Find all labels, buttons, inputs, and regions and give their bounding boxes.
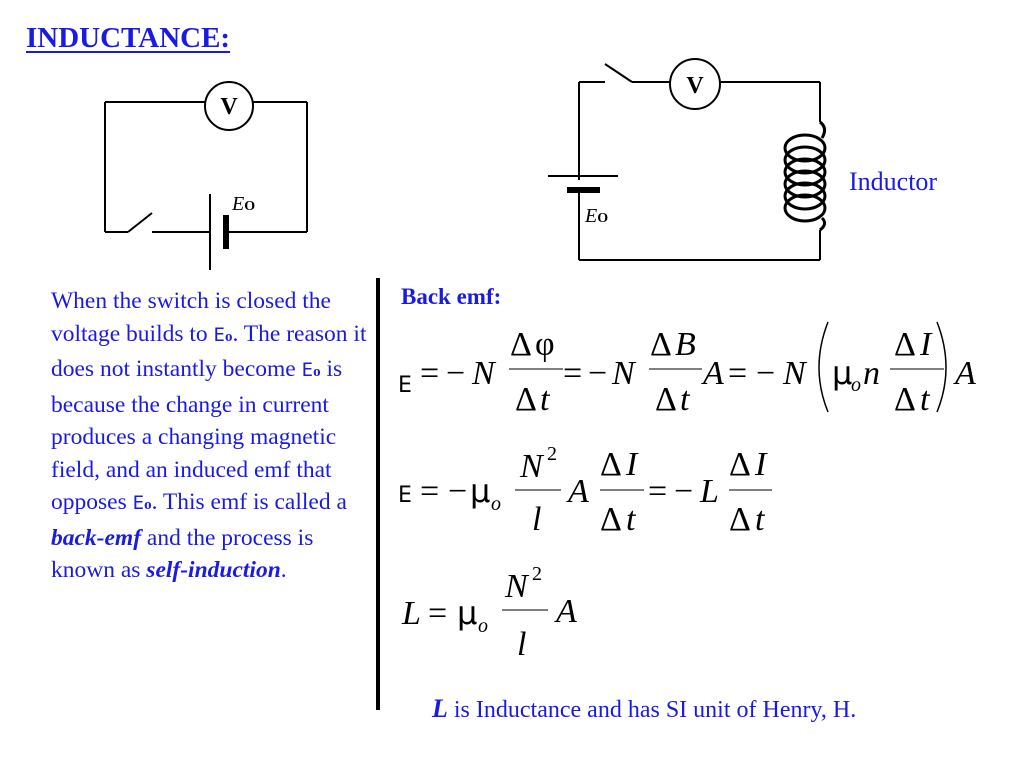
- subscript-o: o: [851, 374, 861, 396]
- delta: Δ: [510, 326, 532, 363]
- var-A: A: [953, 355, 976, 392]
- circuit-diagram-right: V EO: [548, 58, 827, 261]
- var-t: t: [680, 381, 691, 418]
- emf-symbol: E: [398, 483, 412, 508]
- text-run: . This emf is called a: [151, 489, 347, 515]
- minus: −: [448, 473, 467, 510]
- left-paren: [818, 321, 829, 413]
- var-N: N: [471, 355, 497, 392]
- equation-emf-inductance: E = − μ o N 2 l A Δ I Δ t = − L Δ I Δ t: [398, 443, 772, 538]
- delta: Δ: [729, 501, 751, 538]
- delta: Δ: [894, 381, 916, 418]
- var-N: N: [519, 448, 545, 485]
- minus: −: [756, 355, 775, 392]
- subscript-o: o: [491, 493, 501, 515]
- delta: Δ: [655, 381, 677, 418]
- page-title: INDUCTANCE:: [26, 22, 231, 54]
- minus: −: [446, 355, 465, 392]
- var-N: N: [782, 355, 808, 392]
- equals: =: [420, 473, 439, 510]
- delta: Δ: [600, 501, 622, 538]
- minus: −: [674, 473, 693, 510]
- equals: =: [563, 355, 582, 392]
- var-t: t: [626, 501, 637, 538]
- text-run: . The reason it does not instantly becom…: [51, 320, 367, 383]
- var-I: I: [919, 326, 933, 363]
- minus: −: [588, 355, 607, 392]
- var-t: t: [540, 381, 551, 418]
- var-A: A: [701, 355, 724, 392]
- var-l: l: [517, 626, 526, 663]
- inductor-label: Inductor: [849, 167, 938, 196]
- right-paren: [936, 321, 947, 413]
- text-run: is because the change in current produce…: [51, 356, 343, 515]
- delta: Δ: [650, 326, 672, 363]
- equals: =: [728, 355, 747, 392]
- var-n: n: [863, 355, 880, 392]
- text-run: When the switch is closed the voltage bu…: [51, 288, 331, 347]
- switch-lever: [127, 212, 153, 233]
- emf-symbol: E: [398, 373, 412, 398]
- explanation-paragraph: When the switch is closed the voltage bu…: [51, 285, 383, 587]
- var-I: I: [625, 446, 639, 483]
- text-run: .: [280, 557, 287, 583]
- var-L: L: [699, 473, 719, 510]
- inductance-note: L is Inductance and has SI unit of Henry…: [432, 694, 856, 724]
- vertical-divider: [376, 278, 380, 710]
- back-emf-term: back-emf: [51, 524, 142, 551]
- back-emf-heading: Back emf:: [401, 284, 502, 309]
- eo-symbol: Eo: [301, 359, 321, 381]
- var-phi: φ: [535, 326, 555, 363]
- inductance-symbol: L: [432, 694, 448, 723]
- equals: =: [420, 355, 439, 392]
- equation-back-emf: E = − N Δ φ Δ t = − N Δ B Δ t A = − N μ …: [398, 321, 976, 418]
- var-mu: μ: [470, 472, 490, 510]
- switch-lever: [604, 63, 633, 83]
- subscript-o: o: [478, 615, 488, 637]
- var-mu: μ: [832, 354, 852, 392]
- text-run: and the process is known as: [51, 524, 314, 584]
- voltmeter-label: V: [220, 94, 238, 120]
- delta: Δ: [515, 381, 537, 418]
- delta: Δ: [600, 446, 622, 483]
- equals: =: [648, 473, 667, 510]
- var-t: t: [920, 381, 931, 418]
- source-label: EO: [231, 193, 255, 215]
- delta: Δ: [894, 326, 916, 363]
- exponent-2: 2: [547, 443, 557, 465]
- var-mu: μ: [457, 594, 477, 632]
- var-B: B: [675, 326, 696, 363]
- self-induction-term: self-induction: [146, 557, 281, 583]
- equals: =: [428, 595, 447, 632]
- var-l: l: [532, 501, 541, 538]
- voltmeter-label: V: [686, 73, 704, 99]
- var-N: N: [611, 355, 637, 392]
- eo-symbol: Eo: [213, 323, 233, 346]
- var-A: A: [554, 593, 577, 630]
- var-N: N: [504, 568, 530, 605]
- exponent-2: 2: [532, 563, 542, 585]
- source-label: EO: [584, 205, 608, 227]
- voltmeter-circle: [204, 81, 254, 131]
- delta: Δ: [729, 446, 751, 483]
- eo-symbol: Eo: [132, 492, 152, 514]
- var-I: I: [754, 446, 768, 483]
- var-A: A: [566, 473, 589, 510]
- inductor-coil: [783, 120, 827, 232]
- circuit-diagram-left: V EO: [104, 81, 308, 270]
- equation-inductance: L = μ o N 2 l A: [401, 563, 577, 663]
- var-L: L: [401, 595, 421, 632]
- voltmeter-circle: [669, 58, 721, 110]
- inductance-note-text: is Inductance and has SI unit of Henry, …: [447, 697, 857, 723]
- var-t: t: [755, 501, 766, 538]
